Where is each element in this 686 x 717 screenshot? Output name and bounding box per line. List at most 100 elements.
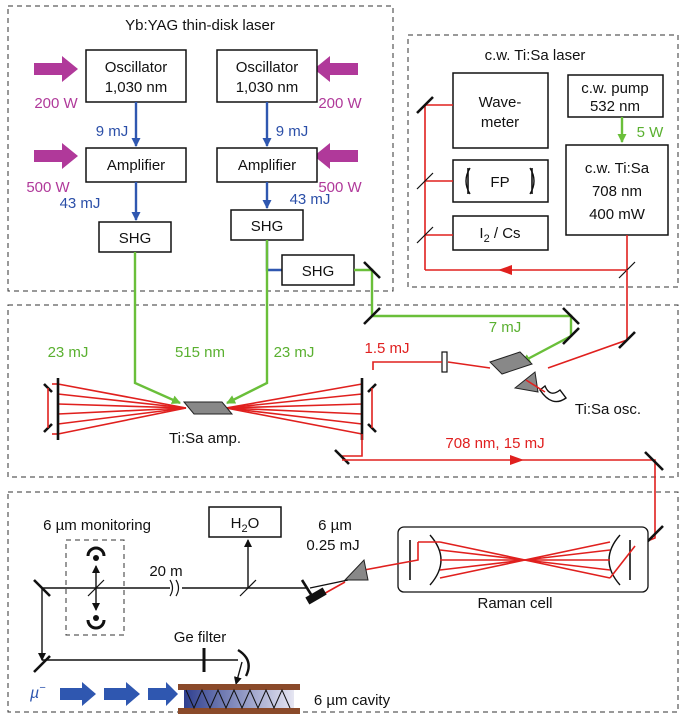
fp-label: FP <box>490 174 509 191</box>
energy-osc-left: 9 mJ <box>96 123 129 140</box>
iodine-cesium-cell-box <box>452 215 549 251</box>
h2o-splitter <box>239 579 257 597</box>
raman-cell-label: Raman cell <box>477 595 552 612</box>
raman-section-frame <box>7 491 679 713</box>
amp-left-mirrors <box>43 378 60 440</box>
output-wavelength: 6 µm <box>318 517 352 534</box>
raman-output-beam <box>363 542 419 571</box>
amp-right-mirrors <box>360 378 377 440</box>
h2o-box <box>208 506 282 538</box>
output-mirror-1 <box>644 451 664 471</box>
seed-mirror <box>618 331 636 349</box>
beam-dump <box>305 587 327 605</box>
amplifier-section-frame <box>7 304 679 478</box>
distance-label: 20 m <box>149 563 182 580</box>
h2o-label: H2O <box>231 515 260 535</box>
green-energy-osc: 7 mJ <box>489 319 522 336</box>
tisa-amp-crystal <box>182 401 234 415</box>
cw-pump-wavelength: 532 nm <box>590 98 640 115</box>
cw-pump-power: 5 W <box>637 124 665 141</box>
yb-yag-section-frame <box>7 5 394 292</box>
iodine-cesium-label: I2 / Cs <box>479 225 520 245</box>
pump-power-osc-left: 200 W <box>34 95 78 112</box>
ir-mirror-1 <box>300 579 314 597</box>
fp-mirror-right <box>529 167 535 195</box>
pump-power-amp-right: 500 W <box>318 179 362 196</box>
tisa-osc-curved-mirror <box>539 384 567 403</box>
cw-seed-beam <box>547 270 628 369</box>
output-energy: 0.25 mJ <box>306 537 359 554</box>
muon-arrow-2 <box>104 682 140 706</box>
green-wavelength: 515 nm <box>175 344 225 361</box>
shg-box-right <box>230 209 304 241</box>
pump-arrow-amp-right <box>314 143 358 169</box>
cw-beam-arrow <box>498 265 512 275</box>
cw-tisa-label: c.w. Ti:Sa <box>585 160 650 177</box>
cw-tisa-box <box>565 144 669 236</box>
muon-arrow-1 <box>60 682 96 706</box>
tisa-amp-label: Ti:Sa amp. <box>169 430 241 447</box>
amp-output-label: 708 nm, 15 mJ <box>445 435 544 452</box>
green-mirror-3 <box>562 307 580 325</box>
oscillator-right-wavelength: 1,030 nm <box>236 79 299 96</box>
cw-mirror-top <box>416 96 434 114</box>
beam-to-shg-third <box>265 240 282 272</box>
energy-amp-right: 43 mJ <box>290 191 331 208</box>
ge-filter-label: Ge filter <box>174 629 227 646</box>
amplifier-box-left <box>85 147 187 183</box>
monitoring-label: 6 µm monitoring <box>43 517 151 534</box>
cw-splitter-cell <box>416 226 434 244</box>
energy-amp-left: 43 mJ <box>60 195 101 212</box>
pump-power-amp-left: 500 W <box>26 179 70 196</box>
green-pump-left <box>133 252 181 405</box>
cw-splitter-fp <box>416 172 434 190</box>
pump-arrow-osc-right <box>314 56 358 82</box>
cavity-label: 6 µm cavity <box>314 692 391 709</box>
oscillator-box-right <box>216 49 318 103</box>
oscillator-left-wavelength: 1,030 nm <box>105 79 168 96</box>
shg-right-label: SHG <box>251 218 284 235</box>
amplifier-right-label: Amplifier <box>238 157 296 174</box>
cw-tisa-power: 400 mW <box>589 206 646 223</box>
muon-label: µ− <box>29 682 46 702</box>
monitoring-detectors <box>86 546 106 630</box>
distance-break-mark <box>169 579 180 597</box>
green-energy-right: 23 mJ <box>274 344 315 361</box>
amplifier-left-label: Amplifier <box>107 157 165 174</box>
shg-third-label: SHG <box>302 263 335 280</box>
amp-output-beam <box>342 459 656 524</box>
green-energy-left: 23 mJ <box>48 344 89 361</box>
amp-output-mirror <box>334 449 350 465</box>
tisa-osc-inner-beam <box>525 379 546 393</box>
oscillator-right-label: Oscillator <box>236 59 299 76</box>
shg-box-left <box>98 221 172 253</box>
seed-energy: 1.5 mJ <box>364 340 409 357</box>
cw-pump-box <box>567 74 664 118</box>
wavemeter-label-2: meter <box>481 114 519 131</box>
wavemeter-label-1: Wave- <box>479 94 522 111</box>
seed-beam-to-amp <box>372 361 442 370</box>
pump-power-osc-right: 200 W <box>318 95 362 112</box>
cw-pump-label: c.w. pump <box>581 80 649 97</box>
muon-arrow-3 <box>148 682 178 706</box>
tisa-osc-label: Ti:Sa osc. <box>575 401 641 418</box>
monitoring-frame <box>65 539 125 636</box>
shg-left-label: SHG <box>119 230 152 247</box>
ir-mirror-3 <box>33 655 51 673</box>
raman-beams <box>418 541 636 579</box>
cw-tisa-section-frame <box>407 34 679 288</box>
pump-arrow-amp-left <box>34 143 78 169</box>
amp-output-arrow <box>510 455 524 465</box>
fp-mirror-left <box>465 167 471 195</box>
output-prism <box>343 558 369 581</box>
energy-osc-right: 9 mJ <box>276 123 309 140</box>
focusing-mirror <box>237 648 250 677</box>
green-mirror-2 <box>363 307 381 325</box>
cavity-mirror-bottom <box>178 708 300 714</box>
tisa-osc-prism <box>513 371 539 393</box>
tisa-osc-crystal <box>489 351 533 375</box>
tisa-osc-output <box>447 361 491 369</box>
cw-section-title: c.w. Ti:Sa laser <box>485 47 586 64</box>
